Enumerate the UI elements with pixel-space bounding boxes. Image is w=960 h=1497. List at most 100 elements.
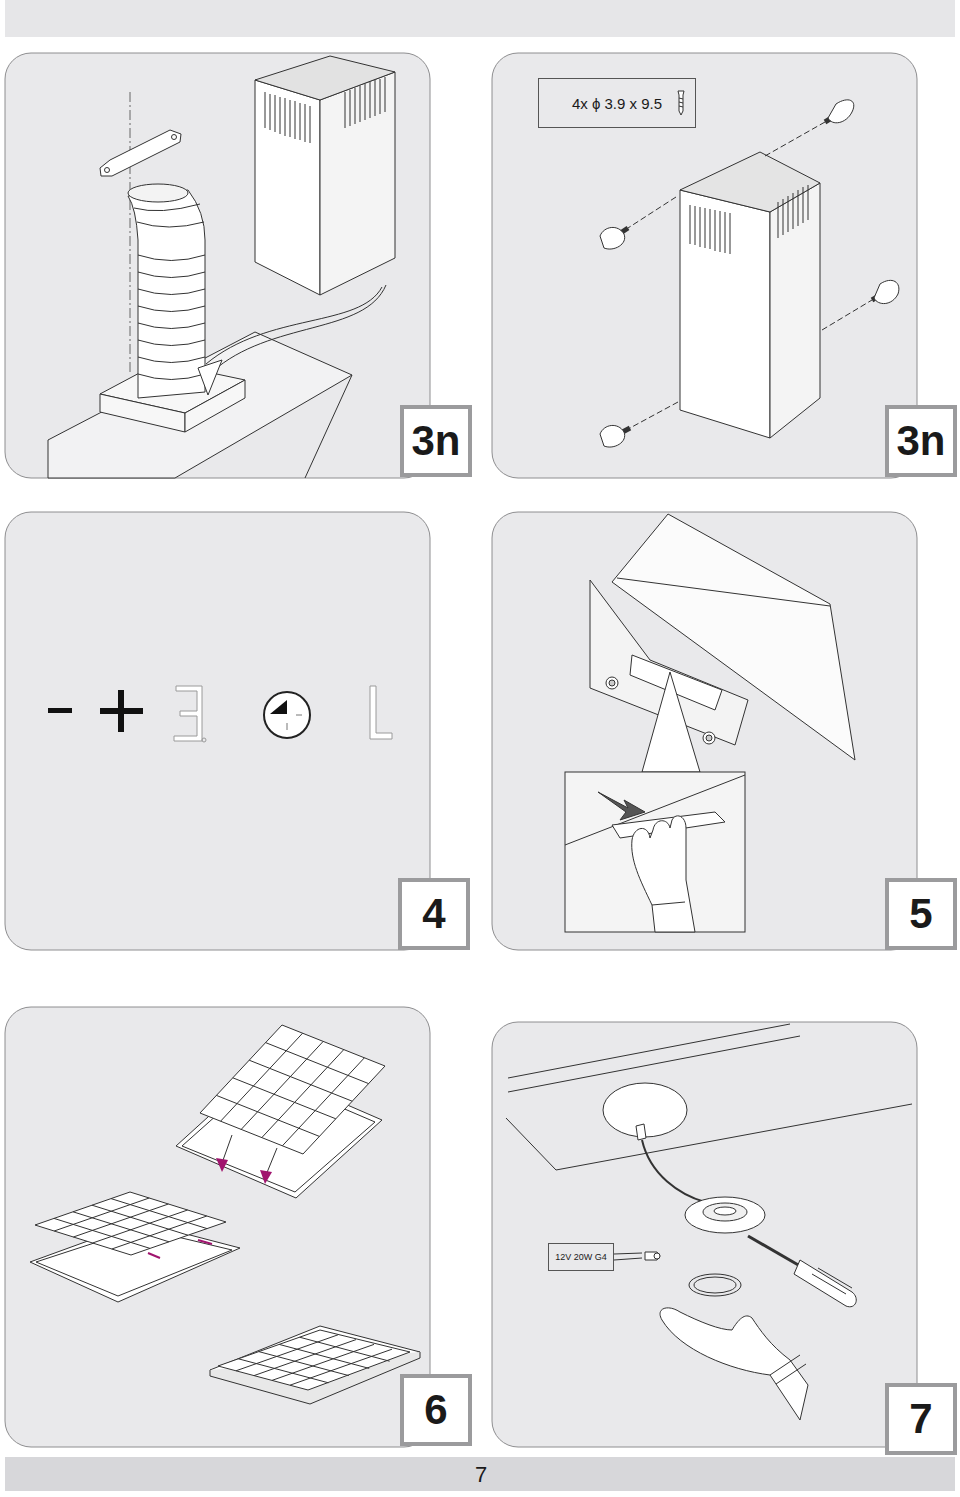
hood-angled xyxy=(609,680,615,686)
screwdriver xyxy=(600,100,899,447)
screwdriver xyxy=(628,197,676,228)
hood-underside xyxy=(506,1104,912,1170)
chimney xyxy=(255,56,395,295)
screwdriver xyxy=(600,227,625,249)
upper-chimney xyxy=(770,183,820,438)
wall-bracket xyxy=(172,135,177,140)
hood-angled xyxy=(703,732,715,744)
step-panel xyxy=(492,512,917,950)
magnifier-callout xyxy=(565,672,745,932)
filter-grid xyxy=(54,1218,150,1248)
direction-arrow xyxy=(206,287,382,364)
step-number-box: 3n xyxy=(400,405,472,477)
insert-arrow xyxy=(260,1170,272,1184)
lamp-assembly xyxy=(654,1253,660,1259)
magnifier-callout xyxy=(632,816,695,932)
control-panel-symbols xyxy=(118,690,124,732)
chimney xyxy=(320,72,395,295)
upper-chimney xyxy=(778,185,808,238)
filter-grid xyxy=(290,1349,392,1385)
step-number: 3n xyxy=(896,420,945,462)
hood-underside xyxy=(508,1024,790,1078)
filter-grid xyxy=(216,1095,319,1136)
insert-arrow xyxy=(222,1135,232,1163)
flexible-duct xyxy=(128,190,205,398)
centre-line xyxy=(130,92,131,372)
insert-arrow xyxy=(148,1135,277,1258)
control-panel-symbols xyxy=(48,708,72,713)
control-panel-symbols xyxy=(270,700,287,714)
step-number: 5 xyxy=(909,893,932,935)
hand xyxy=(660,1308,808,1420)
step-number: 6 xyxy=(424,1389,447,1431)
hood-body xyxy=(305,375,352,478)
direction-arrow xyxy=(212,285,386,372)
insert-arrow xyxy=(216,1158,228,1172)
insert-arrow xyxy=(266,1148,277,1175)
base-plate xyxy=(100,394,185,432)
step-panel xyxy=(492,53,917,478)
upper-chimney xyxy=(680,152,820,212)
insert-arrow xyxy=(148,1253,160,1258)
chimney xyxy=(265,92,310,143)
filter-grid xyxy=(300,1337,390,1361)
screwdriver xyxy=(822,300,872,330)
note-box: 12V 20W G4 xyxy=(548,1243,614,1271)
note-box: 4x ϕ 3.9 x 9.5 xyxy=(538,78,696,128)
filter-grid xyxy=(272,1344,374,1380)
screwdriver xyxy=(748,1236,856,1307)
step-number-box: 7 xyxy=(885,1383,957,1455)
insert-arrow xyxy=(198,1240,212,1244)
page-bars xyxy=(5,0,955,37)
step-panel xyxy=(5,512,430,950)
upper-chimney xyxy=(680,190,770,438)
step-number: 4 xyxy=(422,893,445,935)
hood-angled xyxy=(617,578,830,606)
filter-grid xyxy=(266,1043,369,1084)
flexible-duct xyxy=(128,184,205,398)
upper-chimney xyxy=(690,205,730,254)
page-bars xyxy=(5,1457,955,1491)
step-number-box: 3n xyxy=(885,405,957,477)
control-panel-symbols xyxy=(370,686,392,739)
step-number-box: 6 xyxy=(400,1374,472,1446)
screw-icon xyxy=(679,98,683,107)
magnifier-callout xyxy=(598,792,645,820)
filter-grid xyxy=(249,1060,352,1101)
note-text: 4x ϕ 3.9 x 9.5 xyxy=(572,95,662,112)
flexible-duct xyxy=(134,204,205,380)
lamp-assembly xyxy=(694,1277,736,1293)
filter-grid xyxy=(254,1340,356,1376)
control-panel-symbols xyxy=(264,692,310,738)
grease-filter xyxy=(200,1025,385,1154)
lamp-assembly xyxy=(603,1083,765,1296)
lamp-assembly xyxy=(642,1140,705,1202)
chimney xyxy=(255,56,395,100)
page-number: 7 xyxy=(475,1462,487,1488)
step-panel xyxy=(5,1007,430,1447)
lamp-assembly xyxy=(685,1197,765,1233)
magnifier-callout xyxy=(565,772,745,932)
direction-arrow xyxy=(198,285,386,395)
lamp-assembly xyxy=(645,1252,660,1260)
flexible-duct xyxy=(128,184,188,202)
step-number-box: 5 xyxy=(885,878,957,950)
upper-chimney xyxy=(680,152,820,438)
step-panel xyxy=(5,53,430,478)
chimney xyxy=(255,80,320,295)
control-panel-symbols xyxy=(202,738,206,742)
wall-bracket xyxy=(100,130,181,176)
magnifier-callout xyxy=(642,672,700,772)
filter-grid xyxy=(73,1212,169,1242)
control-panel-symbols xyxy=(174,686,202,741)
screwdriver xyxy=(748,1236,800,1266)
note-text: 12V 20W G4 xyxy=(555,1252,607,1262)
hood-angled xyxy=(612,514,855,760)
magnifier-callout xyxy=(652,902,685,905)
grease-filter xyxy=(35,1192,226,1255)
filter-grid xyxy=(111,1199,207,1229)
filter-grid xyxy=(233,1078,336,1119)
screwdriver xyxy=(812,1268,852,1294)
